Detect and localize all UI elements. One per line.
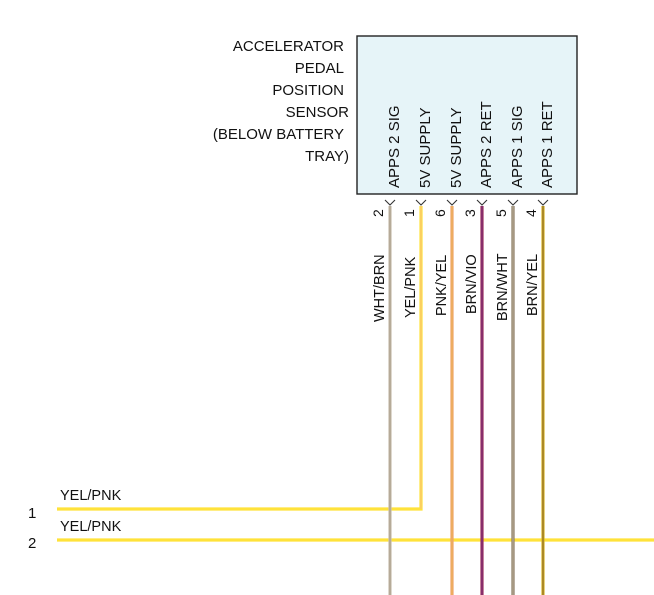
terminal-pin-2 bbox=[384, 199, 396, 206]
pin-number-1: 1 bbox=[401, 209, 417, 217]
terminal-pin-5 bbox=[507, 199, 519, 206]
component-title-line-1: ACCELERATOR bbox=[233, 38, 344, 55]
wire-label-pin-5: BRN/WHT bbox=[495, 253, 511, 321]
wires bbox=[57, 206, 654, 595]
component-title-line-2: PEDAL bbox=[295, 60, 344, 77]
pin-number-5: 5 bbox=[493, 209, 509, 217]
bus-wire-1 bbox=[57, 206, 423, 511]
terminal-pin-3 bbox=[476, 199, 488, 206]
component-title-line-5: (BELOW BATTERY bbox=[213, 126, 344, 143]
wire-label-pin-2: WHT/BRN bbox=[372, 254, 388, 322]
pin-number-4: 4 bbox=[523, 209, 539, 217]
sensor-component-box bbox=[356, 35, 578, 195]
terminal-pin-1 bbox=[415, 199, 427, 206]
pin-function-label-5v-supply-b: 5V SUPPLY bbox=[448, 107, 465, 188]
bus-label-2: YEL/PNK bbox=[60, 519, 122, 535]
wire-label-pin-1: YEL/PNK bbox=[403, 256, 419, 318]
pin-function-label-apps2-sig: APPS 2 SIG bbox=[386, 105, 403, 188]
wire-label-pin-4: BRN/YEL bbox=[525, 254, 541, 316]
wire-label-pin-6: PNK/YEL bbox=[434, 255, 450, 316]
pin-function-label-apps1-sig: APPS 1 SIG bbox=[509, 105, 526, 188]
component-title-line-6: TRAY) bbox=[305, 148, 349, 165]
bus-id-1: 1 bbox=[28, 505, 36, 522]
pin-function-label-apps2-ret: APPS 2 RET bbox=[478, 101, 495, 188]
wire-label-pin-3: BRN/VIO bbox=[464, 254, 480, 314]
connector-terminals bbox=[384, 199, 549, 206]
pin-number-2: 2 bbox=[370, 209, 386, 217]
bus-id-2: 2 bbox=[28, 535, 36, 552]
component-title-line-3: POSITION bbox=[272, 82, 344, 99]
pin-function-label-apps1-ret: APPS 1 RET bbox=[539, 101, 556, 188]
component-title-line-4: SENSOR bbox=[286, 104, 350, 121]
bus-label-1: YEL/PNK bbox=[60, 488, 122, 504]
terminal-pin-6 bbox=[446, 199, 458, 206]
pin-number-3: 3 bbox=[462, 209, 478, 217]
pin-function-label-5v-supply-a: 5V SUPPLY bbox=[417, 107, 434, 188]
pin-number-6: 6 bbox=[432, 209, 448, 217]
terminal-pin-4 bbox=[537, 199, 549, 206]
